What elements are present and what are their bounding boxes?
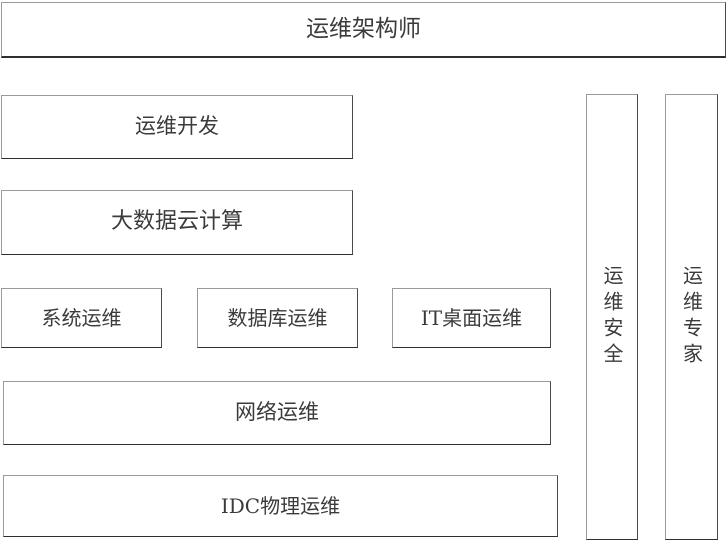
block-database-ops: 数据库运维 bbox=[197, 288, 358, 348]
block-ops-security: 运维安全 bbox=[586, 94, 638, 540]
block-bigdata-cloud: 大数据云计算 bbox=[1, 190, 353, 255]
diagram-title-banner: 运维架构师 bbox=[1, 2, 726, 58]
block-system-ops: 系统运维 bbox=[1, 288, 162, 348]
block-ops-security-label: 运维安全 bbox=[600, 265, 624, 369]
block-devops: 运维开发 bbox=[1, 95, 353, 159]
block-network-ops: 网络运维 bbox=[3, 381, 551, 445]
block-it-desktop-ops: IT桌面运维 bbox=[392, 288, 551, 348]
block-ops-expert-label: 运维专家 bbox=[679, 265, 704, 369]
block-ops-expert: 运维专家 bbox=[665, 94, 718, 540]
block-idc-physical-ops: IDC物理运维 bbox=[3, 475, 558, 537]
